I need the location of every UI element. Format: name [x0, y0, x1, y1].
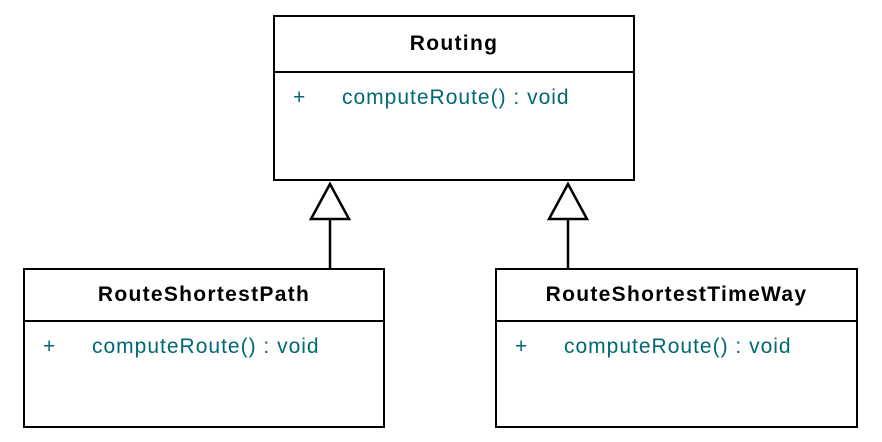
class-box-routing: Routing + computeRoute() : void [273, 15, 635, 181]
method-signature: computeRoute() : void [564, 335, 792, 358]
class-box-route-shortest-time-way: RouteShortestTimeWay + computeRoute() : … [495, 268, 858, 428]
class-members-routing: + computeRoute() : void [275, 73, 633, 110]
hollow-triangle-icon [308, 181, 352, 221]
method-row: + computeRoute() : void [515, 335, 856, 359]
class-name-routing: Routing [275, 17, 633, 73]
method-row: + computeRoute() : void [43, 335, 383, 359]
method-row: + computeRoute() : void [293, 86, 633, 110]
hollow-triangle-icon [546, 181, 590, 221]
class-name-route-shortest-path: RouteShortestPath [25, 270, 383, 322]
generalization-arrow-route-shortest-time-way [546, 181, 590, 268]
method-visibility: + [293, 86, 307, 109]
generalization-arrow-route-shortest-path [308, 181, 352, 268]
class-box-route-shortest-path: RouteShortestPath + computeRoute() : voi… [23, 268, 385, 428]
class-members-route-shortest-path: + computeRoute() : void [25, 322, 383, 359]
class-name-route-shortest-time-way: RouteShortestTimeWay [497, 270, 856, 322]
method-signature: computeRoute() : void [342, 86, 570, 109]
method-visibility: + [515, 335, 529, 358]
class-members-route-shortest-time-way: + computeRoute() : void [497, 322, 856, 359]
method-signature: computeRoute() : void [92, 335, 320, 358]
method-visibility: + [43, 335, 57, 358]
